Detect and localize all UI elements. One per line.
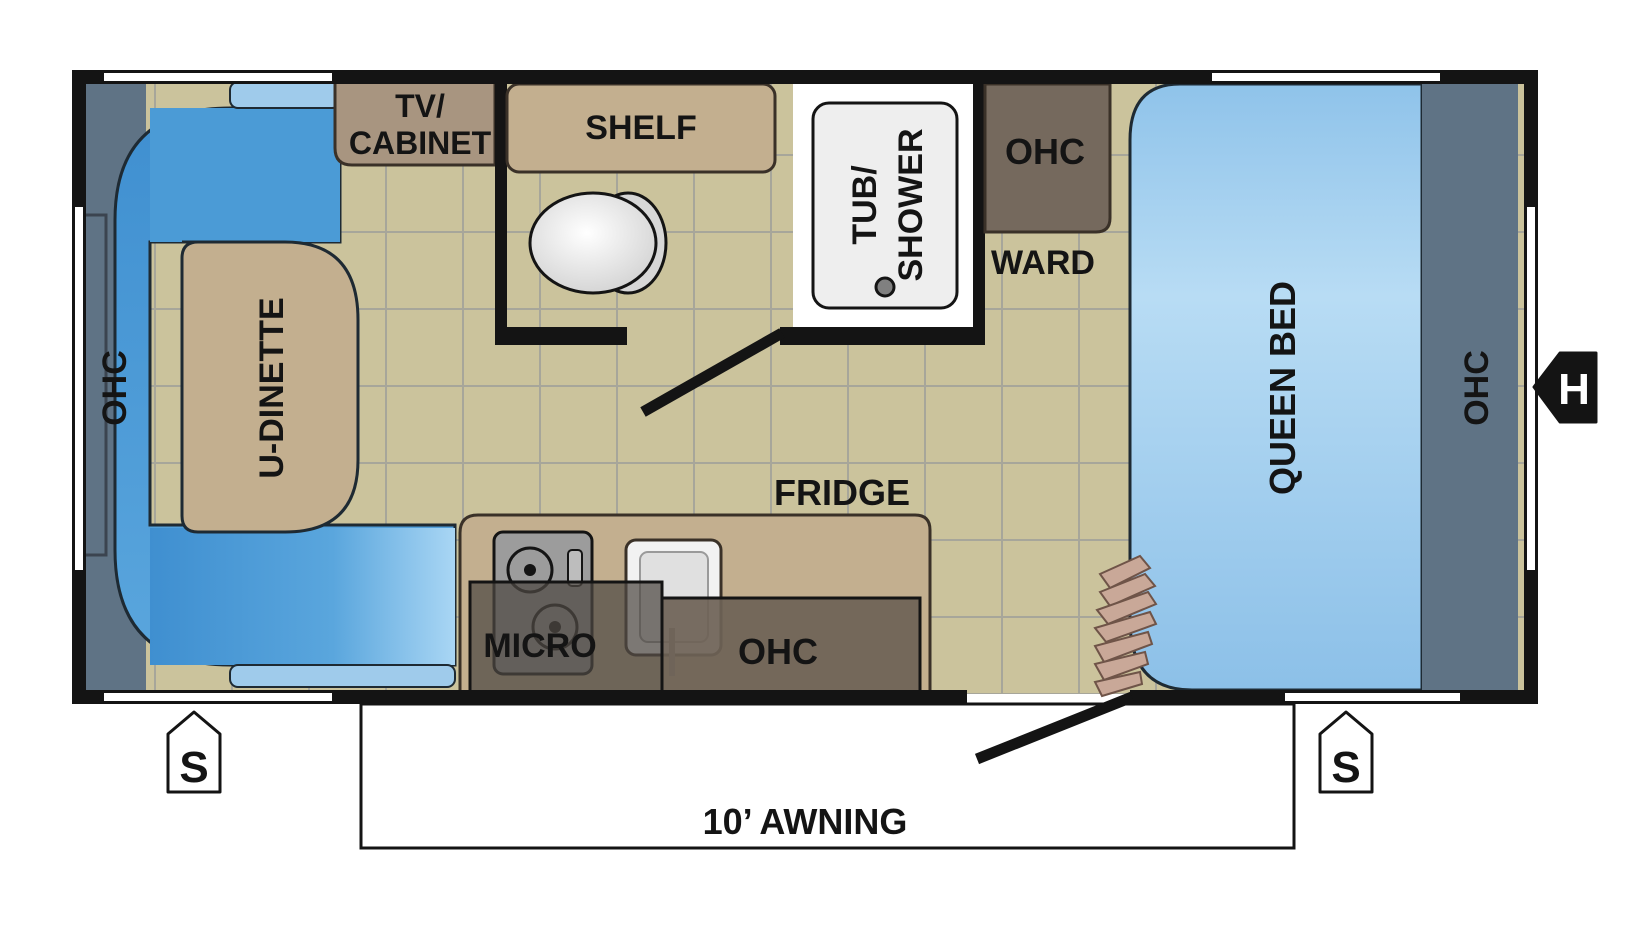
window-left	[75, 207, 83, 570]
toilet-bowl	[528, 191, 658, 295]
tv-cabinet	[333, 80, 497, 167]
u-dinette-label: U-DINETTE	[253, 297, 291, 478]
ohc-kitchen	[660, 596, 922, 696]
awning	[359, 702, 1296, 850]
bath-wall-right	[972, 78, 985, 345]
burner-1-center	[524, 564, 536, 576]
hitch-label: H	[1558, 365, 1590, 414]
bath-wall-left	[495, 78, 507, 343]
tv-cabinet-label-2: CABINET	[349, 125, 492, 161]
dinette-table	[180, 240, 360, 534]
bath-door	[640, 328, 785, 417]
ohc-front-label: OHC	[96, 350, 134, 426]
window-top-left	[104, 73, 332, 81]
tub-shower-label-1: TUB/	[846, 165, 884, 245]
ohc-wardrobe	[983, 82, 1112, 234]
stabilizer-right-label: S	[1331, 743, 1360, 792]
ward-label: WARD	[991, 244, 1095, 282]
window-bottom-left	[104, 693, 332, 701]
stabilizer-right-badge	[1318, 710, 1374, 794]
ohc-rear-label: OHC	[1458, 350, 1496, 426]
bath-wall-bottom-right	[780, 327, 985, 345]
window-right	[1527, 207, 1535, 570]
fridge-label: FRIDGE	[774, 472, 910, 513]
tub-drain	[874, 276, 896, 298]
window-top-right	[1212, 73, 1440, 81]
stabilizer-left-badge	[166, 710, 222, 794]
dinette-backrest-top	[229, 81, 341, 109]
shelf-label: SHELF	[585, 109, 696, 147]
entry-door	[974, 691, 1135, 765]
hitch-badge	[1532, 351, 1598, 424]
micro-label: MICRO	[483, 627, 596, 665]
dinette-backrest-bottom	[229, 664, 456, 688]
tv-cabinet-label-1: TV/	[395, 88, 445, 124]
tub-shower	[811, 101, 959, 310]
bath-wall-bottom-left	[495, 327, 627, 345]
ohc-rear	[1422, 78, 1518, 694]
window-bottom-right	[1285, 693, 1460, 701]
dinette-bench-bottom	[150, 528, 455, 665]
dinette-bench-front	[150, 108, 340, 242]
ohc-kitchen-label: OHC	[738, 631, 818, 672]
awning-label: 10’ AWNING	[703, 801, 908, 842]
entry-steps	[1093, 554, 1158, 698]
ohc-bath-label: OHC	[1005, 131, 1085, 172]
queen-bed-label: QUEEN BED	[1262, 281, 1303, 495]
tub-shower-label-2: SHOWER	[892, 129, 930, 282]
wall-top	[72, 70, 1538, 84]
stabilizer-left-label: S	[179, 743, 208, 792]
